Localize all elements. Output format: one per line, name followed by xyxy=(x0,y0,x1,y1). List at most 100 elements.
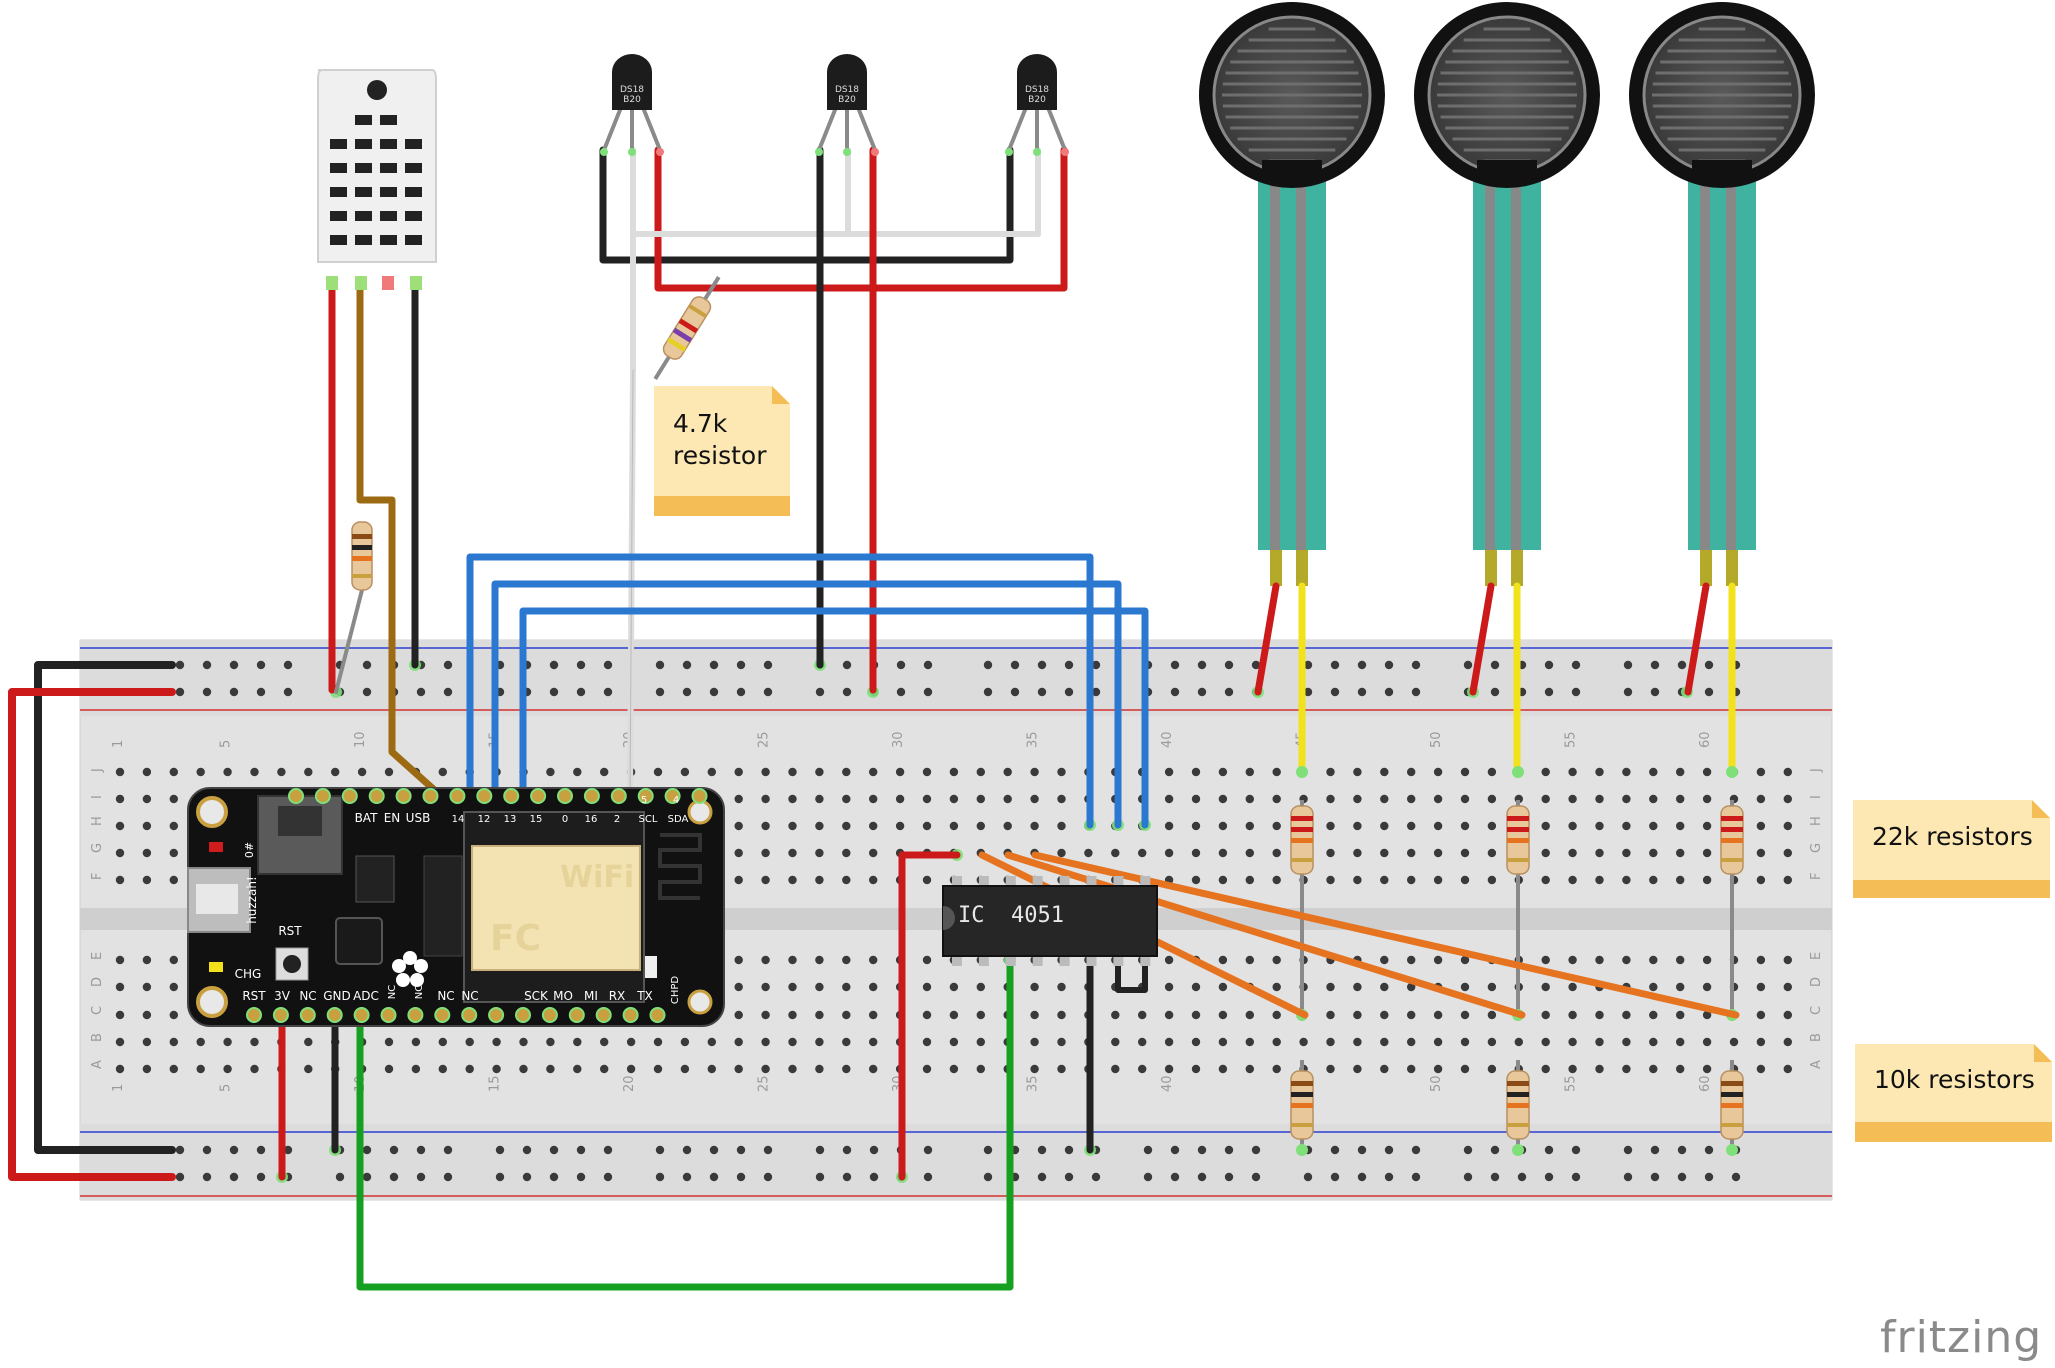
note-10k: 10k resistors xyxy=(1855,1044,2052,1142)
rail-hole xyxy=(763,1145,773,1155)
breadboard-hole xyxy=(1783,767,1793,777)
breadboard-hole xyxy=(1460,794,1470,804)
breadboard-hole xyxy=(1407,1010,1416,1020)
breadboard-hole xyxy=(1487,982,1497,992)
row-letter: J xyxy=(90,768,105,773)
rail-hole xyxy=(1411,660,1421,670)
breadboard-hole xyxy=(1676,1037,1685,1047)
breadboard-hole xyxy=(142,794,152,804)
breadboard-hole xyxy=(1003,767,1012,777)
breadboard-hole xyxy=(1380,955,1389,965)
breadboard-hole xyxy=(1057,767,1066,777)
breadboard-hole xyxy=(1541,848,1550,858)
rail-hole xyxy=(603,1172,613,1182)
pin-label: 4 xyxy=(673,795,679,806)
rail-hole xyxy=(175,1145,185,1155)
breadboard-hole xyxy=(1191,821,1201,831)
breadboard-hole xyxy=(842,767,851,777)
rail-hole xyxy=(283,660,293,670)
row-letter: C xyxy=(1809,1006,1824,1015)
breadboard-hole xyxy=(761,1010,770,1020)
breadboard-hole xyxy=(142,767,152,777)
breadboard-hole xyxy=(1649,875,1658,885)
breadboard-hole xyxy=(1191,1064,1201,1074)
rail-hole xyxy=(443,660,453,670)
breadboard-hole xyxy=(115,875,125,885)
breadboard-hole xyxy=(734,875,743,885)
breadboard-hole xyxy=(1649,821,1658,831)
ic-pin xyxy=(1005,954,1016,966)
breadboard-hole xyxy=(1057,1037,1066,1047)
pin-label: GND xyxy=(323,989,351,1003)
row-letter: F xyxy=(90,873,105,880)
breadboard-hole xyxy=(1353,982,1362,992)
breadboard-hole xyxy=(1245,1010,1255,1020)
breadboard-hole xyxy=(1245,955,1255,965)
breadboard-hole xyxy=(949,794,959,804)
rail-hole xyxy=(1010,660,1020,670)
rail-hole xyxy=(983,1145,993,1155)
breadboard-hole xyxy=(1111,848,1120,858)
rail-hole xyxy=(1251,1172,1261,1182)
breadboard-hole xyxy=(492,1064,501,1074)
breadboard-hole xyxy=(734,1010,743,1020)
breadboard-hole xyxy=(1783,1037,1793,1047)
breadboard-hole xyxy=(1218,955,1228,965)
breadboard-hole xyxy=(1541,982,1550,992)
breadboard-hole xyxy=(1164,955,1174,965)
rail-hole xyxy=(1197,687,1207,697)
breadboard-hole xyxy=(1460,821,1470,831)
breadboard-hole xyxy=(1245,794,1255,804)
breadboard-hole xyxy=(1245,875,1255,885)
vent-slot xyxy=(380,235,397,245)
rail-hole xyxy=(1330,660,1340,670)
breadboard-hole xyxy=(1702,1037,1712,1047)
rail-hole xyxy=(1330,1145,1340,1155)
breadboard-hole xyxy=(142,1037,152,1047)
breadboard-hole xyxy=(331,767,340,777)
breadboard-hole xyxy=(1541,1037,1550,1047)
breadboard-hole xyxy=(788,821,797,831)
rail-hole xyxy=(1704,687,1714,697)
breadboard-hole xyxy=(1595,955,1604,965)
fsr-sensor xyxy=(1199,2,1385,776)
breadboard-hole xyxy=(1326,1010,1335,1020)
breadboard-hole xyxy=(1460,982,1470,992)
ic-pin xyxy=(1059,954,1070,966)
rail-hole xyxy=(763,687,773,697)
breadboard-hole xyxy=(1756,1037,1766,1047)
breadboard-hole xyxy=(1702,767,1712,777)
ds18b20-label: B20 xyxy=(1028,95,1046,105)
column-number: 40 xyxy=(1160,1075,1175,1092)
breadboard-hole xyxy=(1164,848,1174,858)
breadboard-hole xyxy=(869,821,878,831)
pin-label: 12 xyxy=(478,814,491,825)
rail-hole xyxy=(736,1145,746,1155)
rail-hole xyxy=(1303,687,1313,697)
breadboard-hole xyxy=(1407,848,1416,858)
breadboard-hole xyxy=(922,982,932,992)
vent-slot xyxy=(380,187,397,197)
breadboard-hole xyxy=(1676,1064,1685,1074)
rail-hole xyxy=(443,1172,453,1182)
breadboard-hole xyxy=(1030,821,1039,831)
breadboard-hole xyxy=(196,767,205,777)
resistor xyxy=(1506,1060,1530,1150)
breadboard-hole xyxy=(1245,1064,1255,1074)
breadboard-hole xyxy=(115,821,125,831)
rail-hole xyxy=(175,687,185,697)
rail-hole xyxy=(1490,1145,1500,1155)
rail-hole xyxy=(682,660,692,670)
breadboard-hole xyxy=(1407,794,1416,804)
rail-hole xyxy=(1064,687,1074,697)
pin-label: 16 xyxy=(585,814,598,825)
breadboard-hole xyxy=(1568,1037,1577,1047)
breadboard-hole xyxy=(1191,848,1201,858)
breadboard-hole xyxy=(1407,821,1416,831)
column-number: 10 xyxy=(353,731,368,748)
rail-hole xyxy=(1384,660,1394,670)
breadboard-hole xyxy=(1756,848,1766,858)
breadboard-hole xyxy=(1218,1037,1228,1047)
column-number: 5 xyxy=(219,1084,234,1092)
breadboard-hole xyxy=(115,1010,125,1020)
